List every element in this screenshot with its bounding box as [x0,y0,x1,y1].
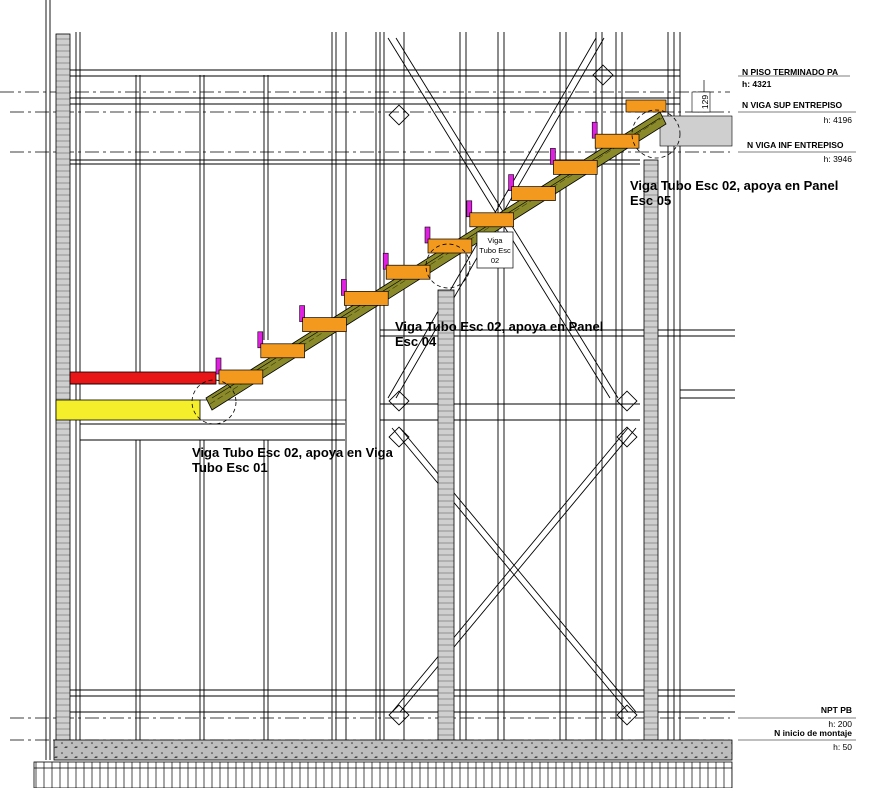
beam-tag-box [476,231,514,269]
hatched-columns [55,33,659,741]
detail-circle-esc05 [631,109,681,159]
upper-slab-beam [659,115,733,147]
level-name-piso-terminado: N PISO TERMINADO PA [742,67,838,77]
stair-riser [550,148,556,165]
stair-tread [594,133,640,149]
stair-riser [382,252,389,270]
column-left [55,33,71,741]
beam-tag-line2: Tubo Esc [479,246,511,255]
top-landing-tread [625,99,667,113]
stair-tread [260,343,305,359]
stair-tread [553,160,598,175]
level-height-viga-sup: h: 4196 [824,115,853,125]
concrete-slab [53,739,733,761]
level-name-viga-inf: N VIGA INF ENTREPISO [747,140,844,150]
stair-riser [215,357,222,375]
stair-stringer [205,111,667,411]
beam-tag: Viga Tubo Esc 02 [476,231,514,269]
beam-tag-line3: 02 [491,256,499,265]
stair-tread [344,291,389,306]
dimension-129: 129 [691,80,711,113]
callout-esc01-line2: Tubo Esc 01 [192,460,268,475]
dimension-129-text: 129 [700,95,710,109]
detail-circle-esc01 [191,379,237,425]
callout-esc05-line2: Esc 05 [630,193,671,208]
level-height-npt-pb: h: 200 [828,719,852,729]
level-name-inicio-montaje: N inicio de montaje [774,728,852,738]
landing-yellow-beam [55,399,201,421]
level-name-npt-pb: NPT PB [821,705,852,715]
callouts: Viga Tubo Esc 02, apoya en Panel Esc 05 … [192,178,838,475]
level-name-viga-sup: N VIGA SUP ENTREPISO [742,100,843,110]
stair-tread [469,212,514,228]
landing [55,371,346,421]
landing-red-beam [69,371,217,385]
callout-esc04-line2: Esc 04 [395,334,437,349]
stair-riser [341,279,347,296]
stair-tread [385,264,431,280]
level-height-piso-terminado: h: 4321 [742,79,772,89]
level-labels: N PISO TERMINADO PA h: 4321 N VIGA SUP E… [738,67,856,752]
callout-esc05-line1: Viga Tubo Esc 02, apoya en Panel [630,178,838,193]
ground-strip [33,761,733,788]
stair-riser [257,331,264,349]
level-height-inicio-montaje: h: 50 [833,742,852,752]
detail-circles [191,109,681,425]
stair-riser [466,200,473,218]
stair-tread [302,317,347,332]
stair-tread [511,186,556,201]
stair-tread [427,238,473,254]
stair-tread [218,369,264,385]
column-right [643,159,659,741]
level-height-viga-inf: h: 3946 [824,154,853,164]
column-center [437,289,455,741]
beam-tag-line1: Viga [488,236,504,245]
structural-frame [45,0,735,760]
stair-riser [508,174,514,191]
callout-esc04-line1: Viga Tubo Esc 02, apoya en Panel [395,319,603,334]
callout-esc01-line1: Viga Tubo Esc 02, apoya en Viga [192,445,394,460]
stair-riser [299,305,305,322]
stair-riser [591,121,598,139]
stair-riser [424,226,431,244]
detail-circle-esc04 [425,243,471,289]
stair-steps [215,121,640,385]
